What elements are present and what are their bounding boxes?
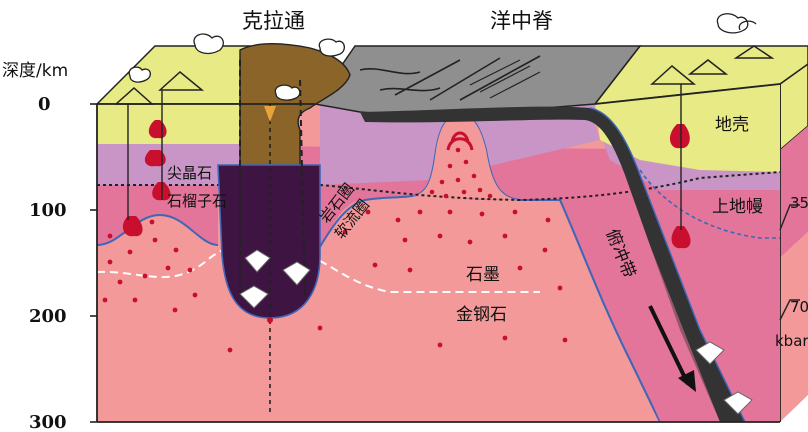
label-crust: 地壳 bbox=[715, 115, 749, 135]
block-top-left bbox=[97, 46, 250, 104]
tick-200: 200 bbox=[29, 306, 67, 327]
pressure-70: 70 bbox=[790, 298, 808, 316]
block-side-astheno bbox=[780, 232, 808, 422]
label-upper-mantle: 上地幔 bbox=[712, 197, 763, 217]
tick-0: 0 bbox=[38, 94, 51, 115]
axis-title: 深度/km bbox=[2, 61, 68, 81]
pressure-35: 35 bbox=[790, 194, 808, 212]
label-kimberlite: 克拉通 bbox=[242, 9, 305, 33]
crust-left bbox=[97, 104, 240, 144]
label-garnet: 石榴子石 bbox=[167, 192, 227, 210]
label-diamond: 金钢石 bbox=[456, 305, 507, 325]
pressure-unit: kbar bbox=[775, 332, 808, 350]
tick-100: 100 bbox=[29, 200, 67, 221]
label-graphite: 石墨 bbox=[466, 265, 500, 285]
label-ridge: 洋中脊 bbox=[490, 9, 553, 33]
tick-300: 300 bbox=[29, 412, 67, 432]
label-spinel: 尖晶石 bbox=[167, 164, 212, 182]
